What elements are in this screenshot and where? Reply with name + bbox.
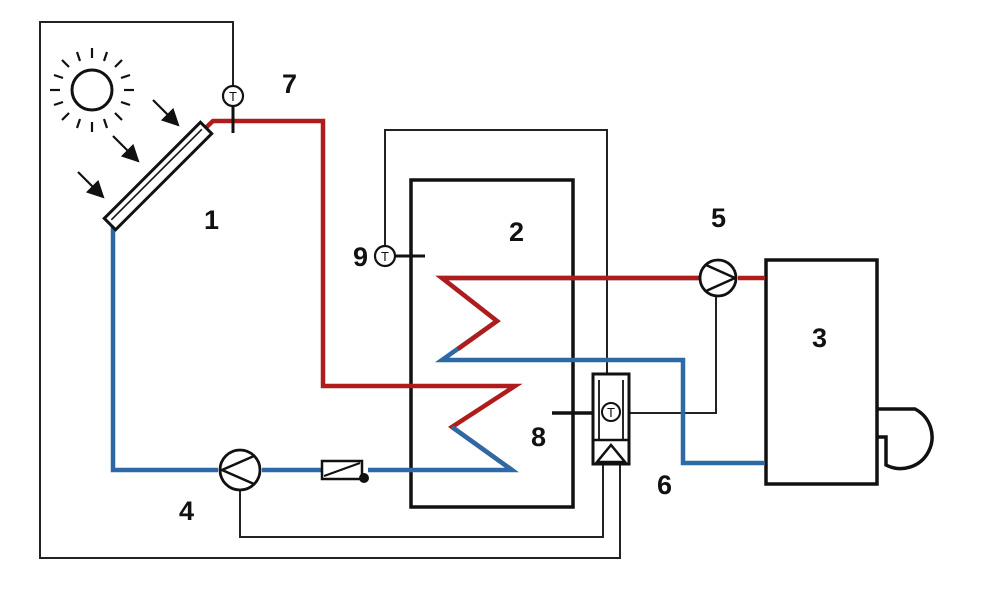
boiler-pump: [698, 258, 739, 298]
pump-icon: [698, 258, 738, 298]
hot-pipes: [194, 118, 765, 472]
wire-boiler-pump-to-controller: [623, 289, 717, 414]
cold-pipes: [110, 224, 520, 473]
arrow-icon: [152, 99, 180, 127]
label-tank-sensor: 8: [531, 422, 546, 452]
controller: T: [552, 372, 631, 466]
label-boiler-pump: 5: [711, 203, 726, 233]
label-upper-tank-sensor: 9: [353, 242, 368, 272]
boiler-upper-coil-hot: [435, 275, 700, 351]
control-wiring: [39, 21, 717, 559]
solar-collector: [102, 120, 214, 232]
sensor-symbol: T: [229, 89, 237, 104]
wire-collector-sensor-to-controller: [39, 21, 621, 559]
temperature-sensor-icon: [601, 402, 621, 422]
arrow-icon: [112, 135, 140, 163]
label-boiler: 3: [812, 323, 827, 353]
radiation-arrows: [77, 99, 180, 199]
wire-upper-sensor-to-controller: [384, 129, 608, 374]
label-collector-sensor: 7: [282, 69, 297, 99]
collector-temperature-sensor: T: [221, 84, 245, 133]
boiler-body: [764, 258, 879, 486]
sensor-symbol: T: [607, 405, 615, 420]
solar-return-to-collector: [110, 224, 218, 473]
solar-return-pipe: [368, 425, 520, 473]
solar-pump: [218, 448, 262, 492]
arrow-icon: [77, 171, 105, 199]
burner-icon: [877, 407, 934, 471]
wire-solar-pump-to-controller: [239, 462, 604, 538]
upper-tank-temperature-sensor: T: [373, 244, 425, 268]
boiler: [764, 258, 934, 486]
temperature-sensor-icon: [221, 84, 245, 108]
label-controller: 6: [657, 470, 672, 500]
check-valve-icon: [320, 459, 369, 483]
sun-icon: [50, 48, 134, 132]
label-solar-pump: 4: [179, 496, 194, 526]
storage-tank: [409, 178, 575, 509]
sensor-symbol: T: [381, 249, 389, 264]
label-collector: 1: [204, 205, 219, 235]
temperature-sensor-icon: [373, 244, 397, 268]
label-storage-tank: 2: [509, 217, 524, 247]
